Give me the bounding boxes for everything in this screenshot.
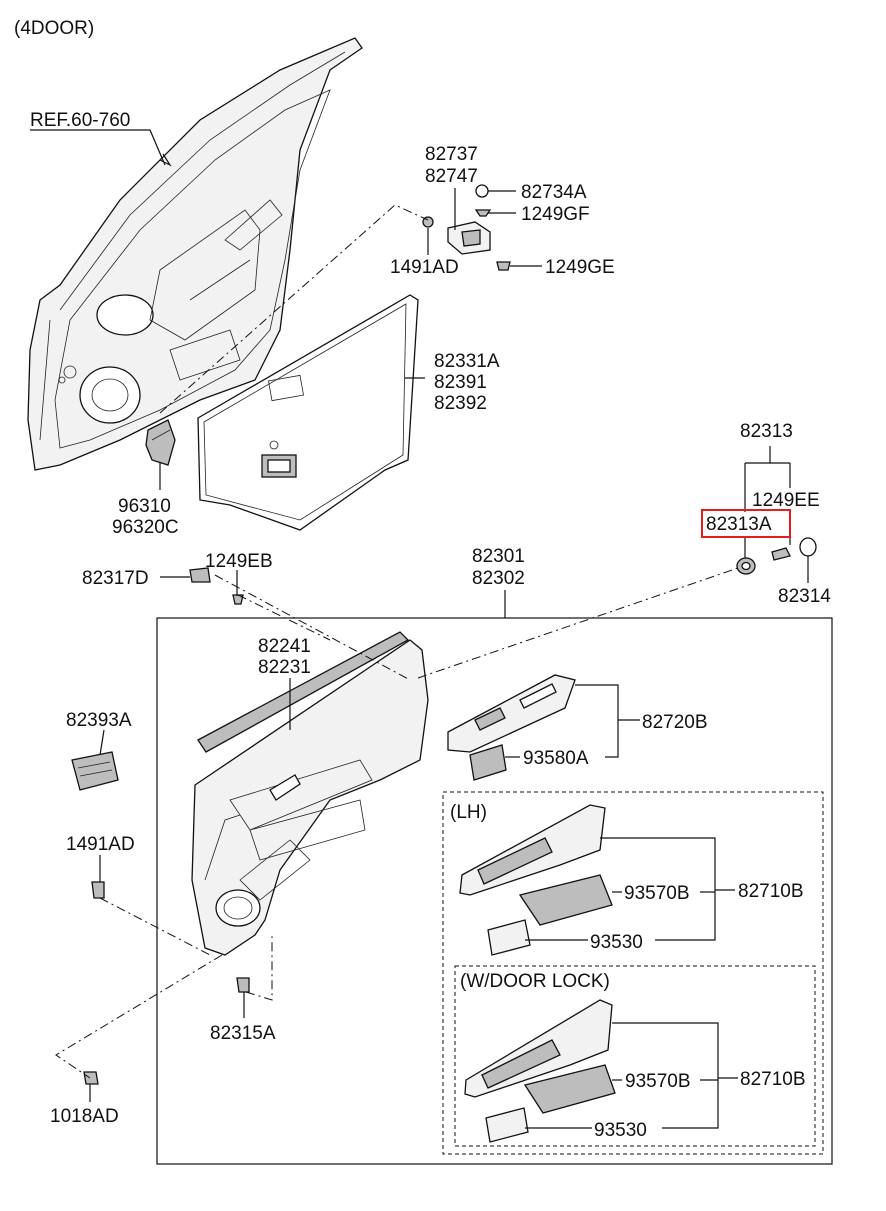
label-82241: 82241 <box>258 636 311 657</box>
grommet-parts <box>736 537 817 575</box>
lh-group-label: (LH) <box>450 802 487 823</box>
ref-label: REF.60-760 <box>30 110 130 131</box>
highlight-box-82313A <box>701 509 791 538</box>
label-82720B: 82720B <box>642 712 708 733</box>
label-82737: 82737 <box>425 144 478 165</box>
label-1249EB: 1249EB <box>205 551 273 572</box>
switch-bezel-part <box>447 674 576 781</box>
lh-switch-assembly <box>459 804 613 956</box>
label-82734A: 82734A <box>521 182 587 203</box>
label-82393A: 82393A <box>66 710 132 731</box>
label-82710B-lh: 82710B <box>738 881 804 902</box>
label-82314: 82314 <box>778 586 831 607</box>
label-82313A: 82313A <box>706 514 772 535</box>
inside-handle-part <box>145 419 176 490</box>
door-trim-panel-part <box>191 631 429 956</box>
label-82391: 82391 <box>434 372 487 393</box>
trim-assembly-frame <box>156 617 833 1165</box>
hinge-bracket-part <box>422 184 511 271</box>
door-frame-illustration <box>27 37 363 471</box>
label-82315A: 82315A <box>210 1023 276 1044</box>
label-1249GF: 1249GF <box>521 204 590 225</box>
label-93580A: 93580A <box>523 748 589 769</box>
label-1249GE: 1249GE <box>545 257 615 278</box>
door-trim-seal-panel <box>197 294 419 531</box>
label-82301: 82301 <box>472 546 525 567</box>
lh-group-box <box>442 791 824 1155</box>
assembly-lines <box>55 204 739 1079</box>
label-93530-dl: 93530 <box>594 1120 647 1141</box>
label-1491AD-top: 1491AD <box>390 257 459 278</box>
label-96310: 96310 <box>118 496 171 517</box>
label-1249EE: 1249EE <box>752 490 820 511</box>
small-fastener-parts <box>71 567 250 1085</box>
label-93570B-lh: 93570B <box>624 883 690 904</box>
label-82317D: 82317D <box>82 568 149 589</box>
label-82392: 82392 <box>434 393 487 414</box>
leader-lines <box>30 129 809 1129</box>
label-93570B-dl: 93570B <box>625 1071 691 1092</box>
door-lock-group-label: (W/DOOR LOCK) <box>460 971 610 992</box>
label-82331A: 82331A <box>434 351 500 372</box>
label-1491AD-left: 1491AD <box>66 834 135 855</box>
label-96320C: 96320C <box>112 517 179 538</box>
label-82747: 82747 <box>425 166 478 187</box>
label-82302: 82302 <box>472 568 525 589</box>
door-lock-group-box <box>454 965 816 1147</box>
part-labels: (4DOOR) REF.60-760 82737 82747 82734A 12… <box>14 18 831 1141</box>
label-82313: 82313 <box>740 421 793 442</box>
label-93530-lh: 93530 <box>590 932 643 953</box>
label-82710B-dl: 82710B <box>740 1069 806 1090</box>
label-1018AD: 1018AD <box>50 1106 119 1127</box>
door-lock-switch-assembly <box>464 999 616 1143</box>
variant-label: (4DOOR) <box>14 18 94 39</box>
label-82231: 82231 <box>258 657 311 678</box>
